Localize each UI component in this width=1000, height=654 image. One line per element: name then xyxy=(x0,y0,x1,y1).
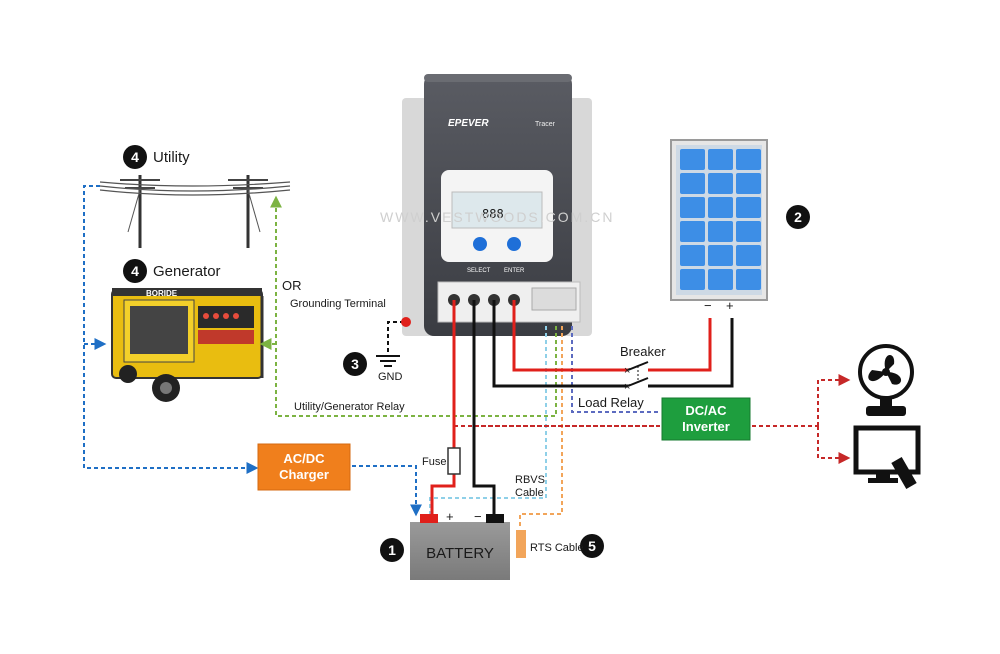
generator-brand: BORIDE xyxy=(146,289,178,298)
grounding-terminal-icon xyxy=(401,317,411,327)
breaker-icon: × × xyxy=(624,361,649,393)
breaker-label: Breaker xyxy=(620,344,666,359)
utility-to-charger-line xyxy=(83,185,259,474)
solar-cell xyxy=(680,149,705,170)
rts-cable-line xyxy=(519,326,563,528)
generator-icon: BORIDE xyxy=(111,288,264,402)
solar-cell xyxy=(736,245,761,266)
solar-cell xyxy=(708,197,733,218)
solar-cell xyxy=(680,221,705,242)
solar-cell xyxy=(708,245,733,266)
solar-cell xyxy=(680,197,705,218)
solar-cell xyxy=(680,245,705,266)
pv-negative-wire xyxy=(492,300,628,388)
solar-cell xyxy=(736,197,761,218)
fan-icon xyxy=(858,344,914,416)
battery-minus-label: − xyxy=(474,509,482,524)
rbvs-label-line2: Cable xyxy=(515,487,544,499)
enter-label: ENTER xyxy=(504,268,525,274)
enter-button-icon[interactable] xyxy=(507,237,521,251)
controller-model: Tracer xyxy=(535,121,556,128)
lcd-digits: 888 xyxy=(482,207,504,221)
solar-cell xyxy=(708,221,733,242)
battery-negative-wire xyxy=(472,300,496,514)
charge-controller: EPEVER Tracer 888 SELECT ENTER xyxy=(402,74,592,336)
gnd-label: GND xyxy=(378,371,403,383)
solar-cell xyxy=(736,221,761,242)
ac-dc-charger: AC/DC Charger xyxy=(257,443,351,491)
dc-ac-inverter: DC/AC Inverter xyxy=(661,397,751,441)
svg-text:4: 4 xyxy=(131,263,139,279)
load-relay-line xyxy=(571,326,660,413)
svg-text:Inverter: Inverter xyxy=(682,419,730,434)
battery-icon: BATTERY + − xyxy=(410,509,510,580)
svg-text:3: 3 xyxy=(351,356,359,372)
solar-cell xyxy=(736,269,761,290)
tv-icon xyxy=(853,425,921,489)
ground-symbol-icon xyxy=(376,355,400,367)
svg-text:×: × xyxy=(624,381,630,393)
utility-label: Utility xyxy=(153,149,190,166)
fuse-icon xyxy=(447,447,461,475)
svg-text:5: 5 xyxy=(588,538,596,554)
solar-cell xyxy=(680,269,705,290)
grounding-terminal-label: Grounding Terminal xyxy=(290,298,386,310)
battery-plus-label: + xyxy=(446,509,454,524)
load-relay-label: Load Relay xyxy=(578,395,644,410)
rbvs-label-line1: RBVS xyxy=(515,474,545,486)
solar-cells xyxy=(680,149,761,290)
svg-text:DC/AC: DC/AC xyxy=(685,403,727,418)
badge-generator: 4 xyxy=(123,259,147,283)
or-label: OR xyxy=(282,278,302,293)
badge-utility: 4 xyxy=(123,145,147,169)
panel-minus-label: − xyxy=(704,298,712,313)
badge-ground: 3 xyxy=(343,352,367,376)
select-label: SELECT xyxy=(467,268,491,274)
rts-cable-label: RTS Cable xyxy=(530,542,584,554)
svg-text:Charger: Charger xyxy=(279,467,329,482)
solar-cell xyxy=(708,149,733,170)
badge-rts: 5 xyxy=(580,534,604,558)
svg-text:1: 1 xyxy=(388,542,396,558)
badge-solar: 2 xyxy=(786,205,810,229)
solar-cell xyxy=(736,173,761,194)
utility-poles-icon xyxy=(99,175,291,248)
rbvs-cable-line xyxy=(429,326,547,516)
pv-positive-wire xyxy=(512,300,628,372)
svg-text:4: 4 xyxy=(131,149,139,165)
generator-label: Generator xyxy=(153,263,221,280)
charger-to-battery-line xyxy=(352,465,422,517)
controller-brand: EPEVER xyxy=(448,118,489,129)
watermark: WWW.VESTWOODS.COM.CN xyxy=(380,209,614,225)
svg-text:×: × xyxy=(624,365,630,377)
utility-generator-relay-label: Utility/Generator Relay xyxy=(294,401,405,413)
solar-cell xyxy=(708,269,733,290)
svg-text:2: 2 xyxy=(794,209,802,225)
panel-plus-label: + xyxy=(726,298,734,313)
solar-cell xyxy=(680,173,705,194)
badge-battery: 1 xyxy=(380,538,404,562)
select-button-icon[interactable] xyxy=(473,237,487,251)
solar-cell xyxy=(736,149,761,170)
rts-sensor-icon xyxy=(516,530,526,558)
solar-panel-icon xyxy=(670,139,768,301)
fuse-label: Fuse xyxy=(422,456,446,468)
battery-label: BATTERY xyxy=(426,545,494,562)
ground-line xyxy=(387,321,404,352)
svg-text:AC/DC: AC/DC xyxy=(283,451,325,466)
solar-cell xyxy=(708,173,733,194)
